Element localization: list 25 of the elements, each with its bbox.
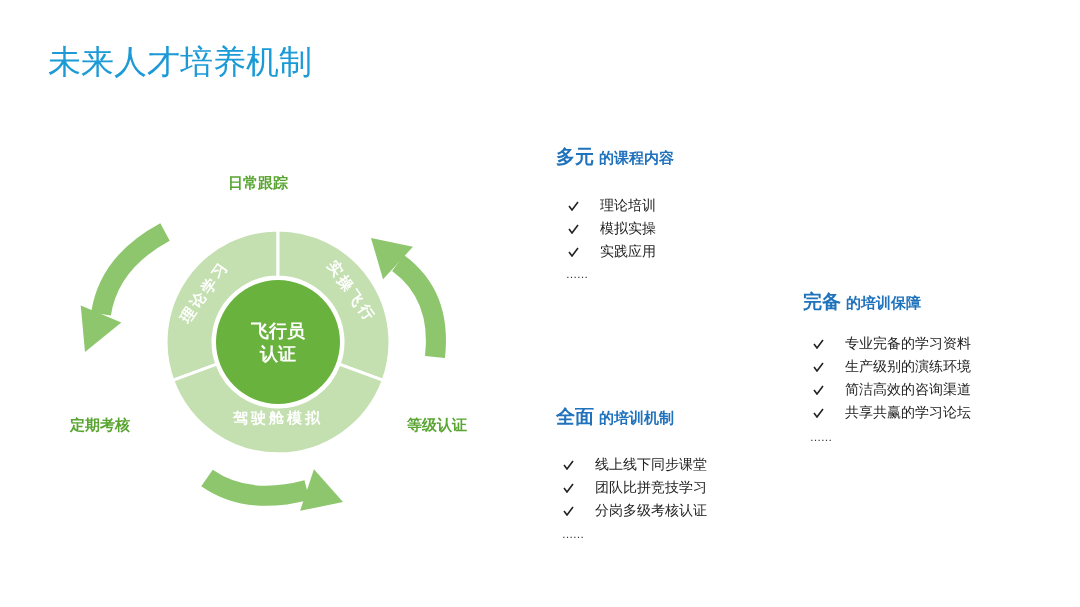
cycle-label: 定期考核 xyxy=(70,416,130,435)
list-item: 实践应用 xyxy=(600,243,656,261)
list-item: 专业完备的学习资料 xyxy=(845,335,971,353)
list-item: 团队比拼竞技学习 xyxy=(595,479,707,497)
cycle-label: 日常跟踪 xyxy=(228,174,288,193)
ring-diagram xyxy=(166,230,390,454)
section-heading: 多元 的课程内容 xyxy=(556,144,675,169)
list-item: 共享共赢的学习论坛 xyxy=(845,404,971,422)
center-label: 飞行员认证 xyxy=(250,318,306,366)
cycle-label: 等级认证 xyxy=(407,416,467,435)
list-item: 简洁高效的咨询渠道 xyxy=(845,381,971,399)
segment-label: 实操飞行 xyxy=(322,257,380,327)
list-item: 模拟实操 xyxy=(600,220,656,238)
segment-label: 理论学习 xyxy=(176,257,234,327)
section-heading: 全面 的培训机制 xyxy=(556,404,675,429)
ellipsis: …… xyxy=(562,528,584,541)
ellipsis: …… xyxy=(566,268,588,281)
segment-label: 驾驶舱模拟 xyxy=(233,408,323,428)
list-item: 生产级别的演练环境 xyxy=(845,358,971,376)
ellipsis: …… xyxy=(810,431,832,444)
title: 未来人才培养机制 xyxy=(48,41,312,83)
list-item: 线上线下同步课堂 xyxy=(595,456,707,474)
section-heading: 完备 的培训保障 xyxy=(803,289,922,314)
list-item: 分岗多级考核认证 xyxy=(595,502,707,520)
list-item: 理论培训 xyxy=(600,197,656,215)
